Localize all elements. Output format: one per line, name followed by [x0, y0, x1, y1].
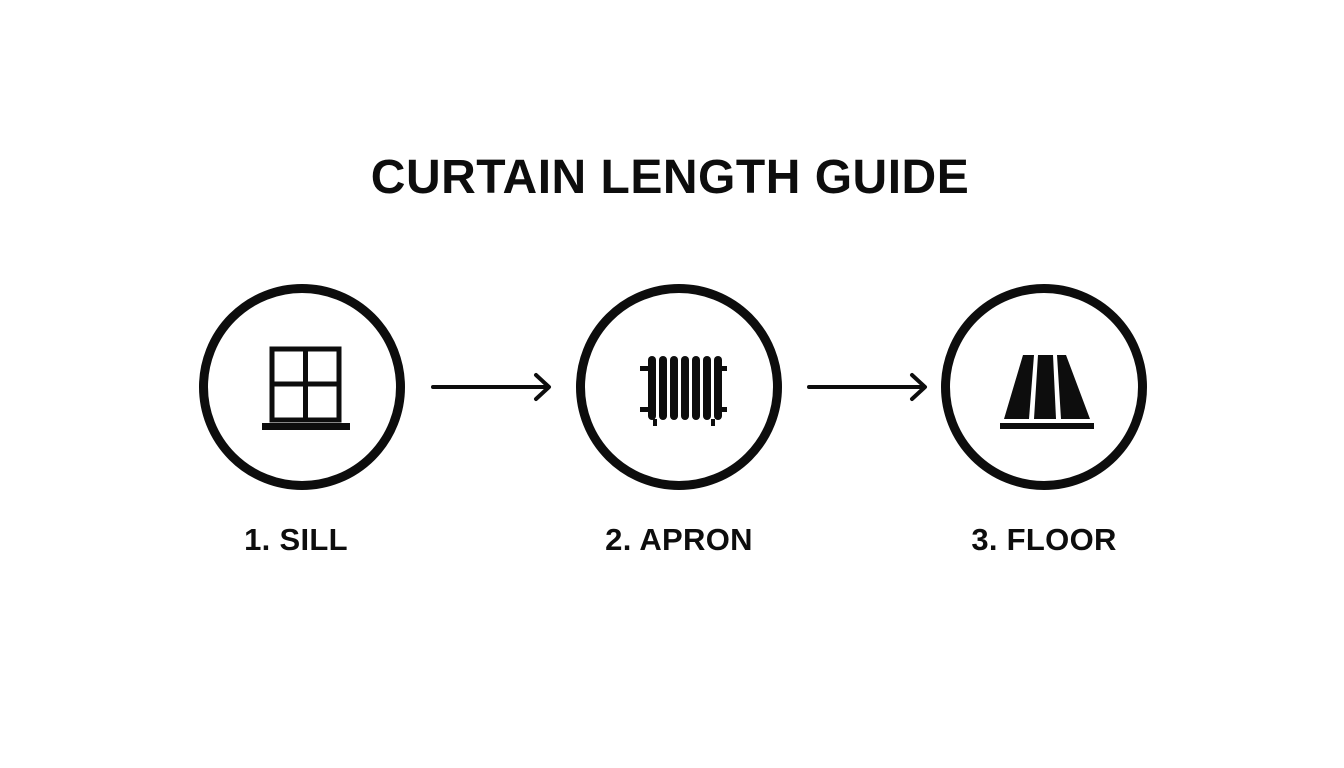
step-3-label: 3. FLOOR	[971, 522, 1117, 557]
step-1-circle	[199, 284, 405, 490]
step-1-label: 1. SILL	[244, 522, 348, 557]
page-title: CURTAIN LENGTH GUIDE	[370, 151, 970, 204]
step-3-circle	[941, 284, 1147, 490]
arrow-right-icon	[807, 373, 927, 401]
step-2-label: 2. APRON	[605, 522, 753, 557]
arrow-right-icon	[431, 373, 551, 401]
window-sill-icon	[262, 346, 350, 430]
radiator-icon	[640, 356, 727, 426]
floor-planks-icon	[1000, 355, 1094, 429]
step-2-circle	[576, 284, 782, 490]
